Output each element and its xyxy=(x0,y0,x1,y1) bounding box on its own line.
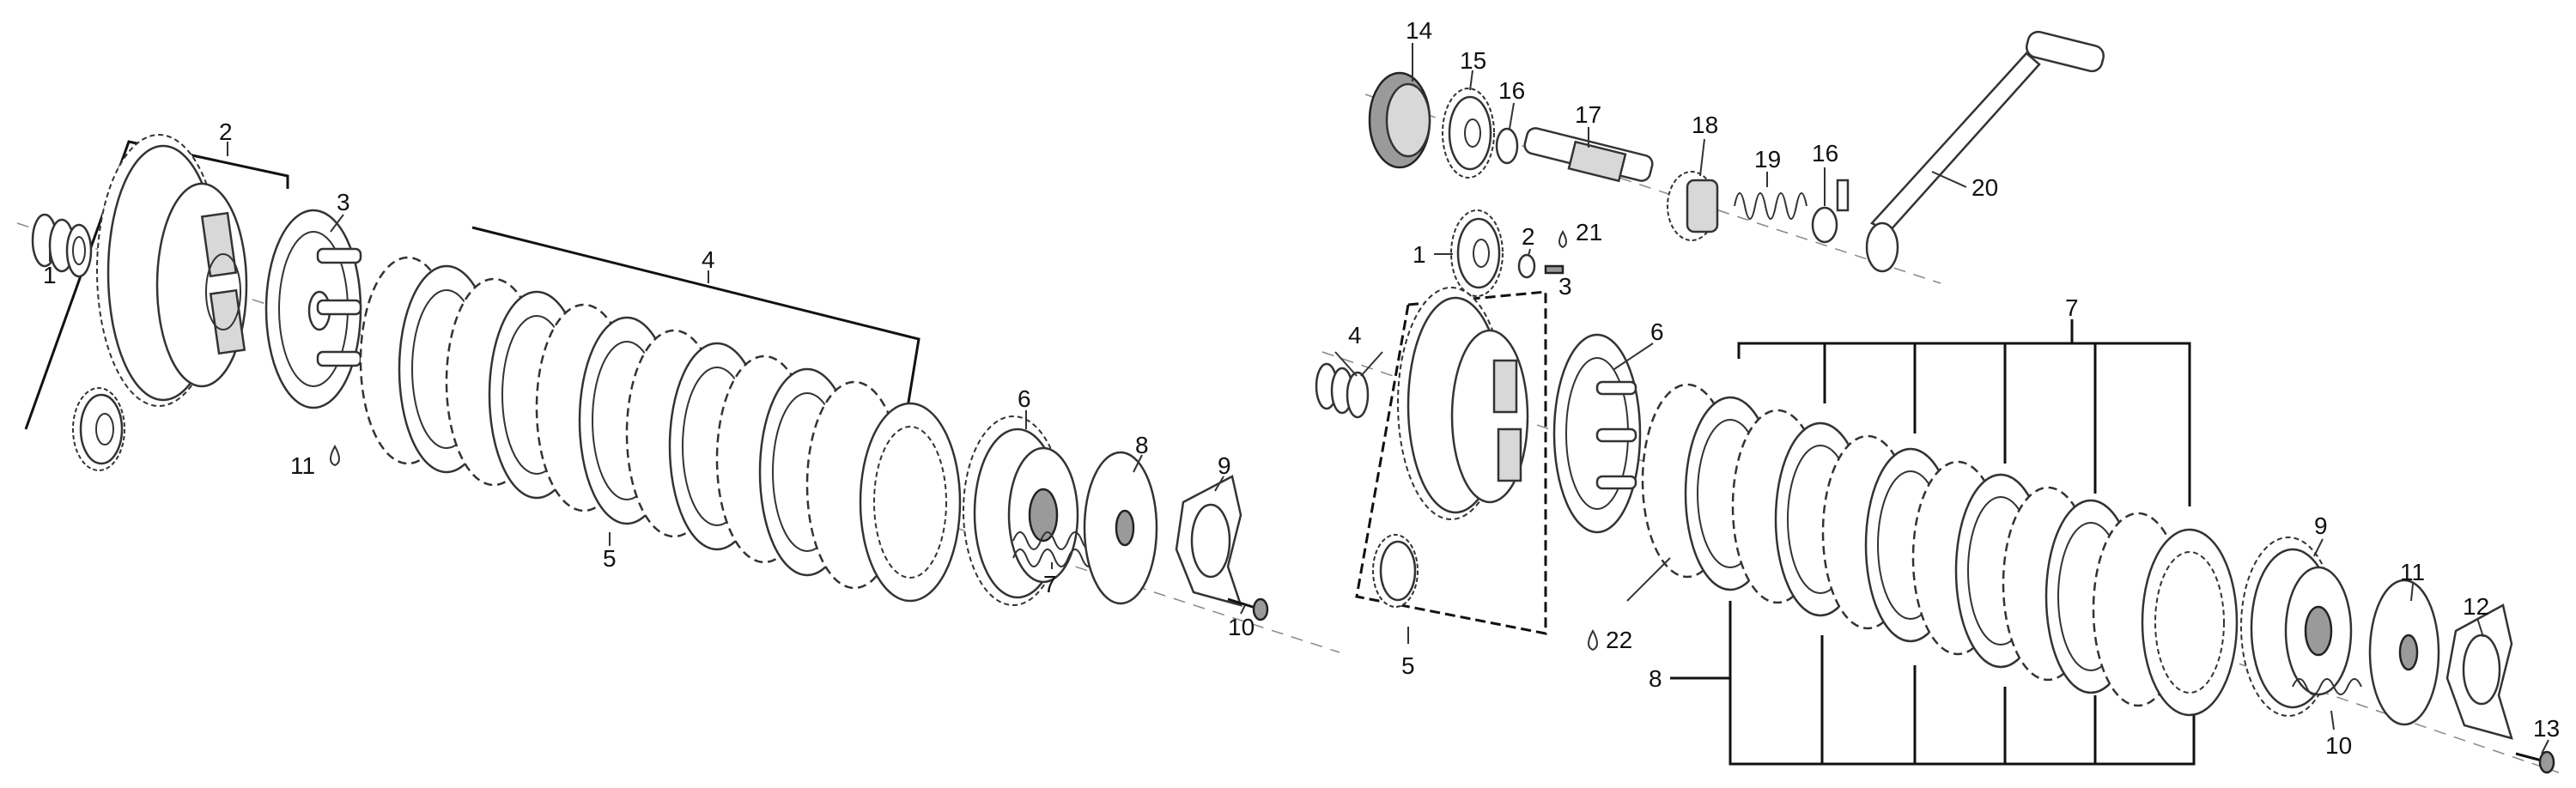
kick-shaft-17 xyxy=(1523,127,1654,183)
label-left-10: 10 xyxy=(1228,614,1255,640)
label-right-10: 10 xyxy=(2325,732,2352,759)
label-left-8: 8 xyxy=(1135,432,1149,458)
bolt-right-13 xyxy=(2515,750,2555,774)
label-left-7: 7 xyxy=(1043,571,1057,597)
leader-right-9 xyxy=(2313,538,2324,557)
label-right-17: 17 xyxy=(1575,101,1601,128)
spring-right-10 xyxy=(2292,678,2362,695)
needle-bearing-right-4 xyxy=(1315,362,1370,419)
leader-left-10 xyxy=(1240,604,1246,615)
label-right-14: 14 xyxy=(1406,17,1432,44)
leader-right-22 xyxy=(1626,557,1671,602)
label-left-11: 11 xyxy=(290,452,315,479)
primary-gear-right xyxy=(1372,534,1419,608)
leader-right-20 xyxy=(1931,171,1967,188)
label-right-13: 13 xyxy=(2533,715,2560,742)
label-right-5: 5 xyxy=(1401,652,1415,679)
label-right-21: 21 xyxy=(1576,219,1602,245)
left-assembly: 1 2 3 4 5 6 7 8 9 10 11 xyxy=(16,118,1340,653)
kickstart-axis xyxy=(1364,94,1941,284)
drop-icon xyxy=(1558,229,1567,249)
label-right-16b: 16 xyxy=(1812,140,1838,167)
spring-7 xyxy=(1012,531,1097,567)
washer-right-2 xyxy=(1517,253,1536,279)
thrust-plate-right-11 xyxy=(2368,579,2440,726)
right-assembly: 14 15 16 17 18 19 16 20 21 1 2 3 4 5 6 7… xyxy=(1315,17,2560,774)
leader-right-4a xyxy=(1334,351,1358,377)
label-right-11: 11 xyxy=(2400,559,2425,585)
bracket-right-basket xyxy=(1355,290,1547,635)
label-right-6: 6 xyxy=(1650,318,1664,345)
leader-right-12 xyxy=(2476,617,2484,638)
label-left-4: 4 xyxy=(702,246,715,273)
leader-left-3 xyxy=(330,214,344,233)
leader-right-15 xyxy=(1469,70,1473,91)
bracket-8 xyxy=(1728,601,2196,766)
label-right-22: 22 xyxy=(1606,627,1632,653)
label-left-1: 1 xyxy=(43,262,57,288)
clutch-basket-right-5 xyxy=(1397,287,1529,520)
clutch-basket-2 xyxy=(96,134,248,407)
retainer-plate-9 xyxy=(1175,475,1242,607)
primary-gear xyxy=(72,387,125,471)
label-left-3: 3 xyxy=(337,189,350,215)
gear-right-1 xyxy=(1450,209,1504,297)
label-right-20: 20 xyxy=(1971,174,1998,201)
label-right-2: 2 xyxy=(1522,223,1535,250)
spring-19 xyxy=(1734,192,1807,220)
label-right-19: 19 xyxy=(1754,146,1781,173)
label-right-4: 4 xyxy=(1348,322,1362,349)
label-left-6: 6 xyxy=(1018,385,1031,412)
screw-right-3 xyxy=(1544,264,1564,275)
clutch-disc-stack-4-5 xyxy=(359,256,962,603)
leader-right-2 xyxy=(1528,248,1531,257)
bolt-10 xyxy=(1227,597,1269,621)
washer-16b xyxy=(1811,206,1838,244)
bracket-2 xyxy=(24,140,289,430)
leader-right-4b xyxy=(1360,351,1383,377)
label-right-16a: 16 xyxy=(1498,77,1525,104)
thrust-plate-8 xyxy=(1083,451,1158,605)
leader-right-16a xyxy=(1509,102,1515,130)
label-left-9: 9 xyxy=(1218,452,1231,479)
retainer-plate-right-12 xyxy=(2445,603,2513,740)
leader-right-10 xyxy=(2330,710,2335,730)
pressure-plate-3 xyxy=(264,209,362,409)
bracket-7 xyxy=(1737,342,2191,506)
drop-icon xyxy=(330,444,340,467)
gear-15 xyxy=(1442,88,1495,179)
kick-gear-14 xyxy=(1368,71,1431,169)
label-right-15: 15 xyxy=(1460,47,1486,74)
leader-right-18 xyxy=(1699,138,1705,177)
label-right-9: 9 xyxy=(2314,512,2328,539)
washer-16a xyxy=(1495,127,1519,165)
needle-bearing-1 xyxy=(31,213,93,278)
leader-left-9 xyxy=(1214,476,1224,492)
label-right-12: 12 xyxy=(2463,593,2489,620)
label-right-18: 18 xyxy=(1692,112,1718,138)
pressure-plate-right-6 xyxy=(1552,333,1642,534)
label-left-2: 2 xyxy=(219,118,233,145)
kickstart-lever-20 xyxy=(1865,30,2105,273)
clutch-hub-6 xyxy=(963,415,1079,606)
leader-right-6 xyxy=(1613,342,1654,370)
ratchet-18 xyxy=(1667,171,1719,241)
clutch-hub-right-9 xyxy=(2240,536,2353,717)
leader-right-11 xyxy=(2410,583,2414,602)
clutch-disc-stack-right-7-8 xyxy=(1641,383,2239,717)
label-left-5: 5 xyxy=(603,545,617,572)
leader-right-13 xyxy=(2541,739,2549,755)
label-right-8: 8 xyxy=(1649,665,1662,692)
label-right-7: 7 xyxy=(2065,294,2079,321)
kick-bolt xyxy=(1836,179,1850,212)
leader-left-8 xyxy=(1133,454,1143,473)
label-right-3: 3 xyxy=(1558,273,1572,300)
drop-icon xyxy=(1588,628,1598,652)
label-right-1: 1 xyxy=(1413,241,1426,268)
